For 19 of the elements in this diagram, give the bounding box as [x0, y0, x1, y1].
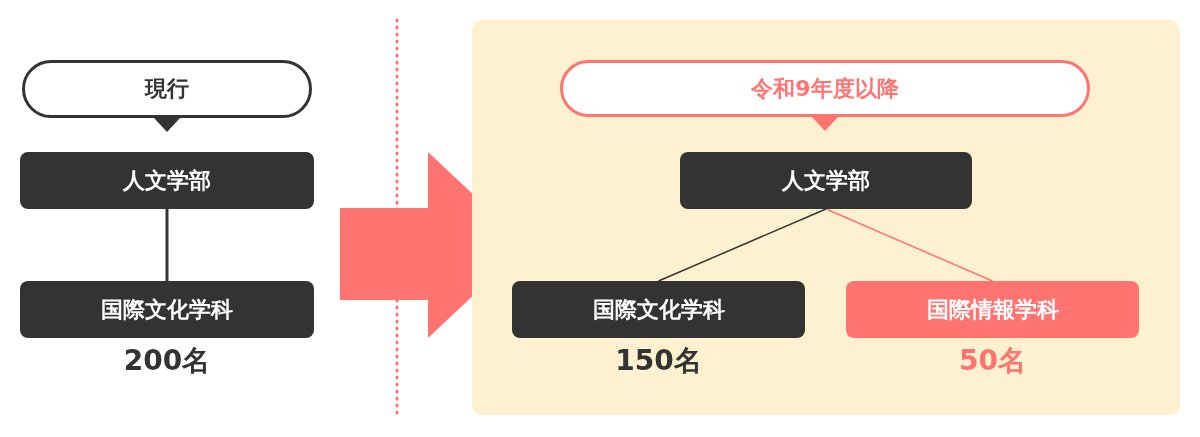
connector-line [165, 209, 169, 281]
department-box [512, 281, 805, 338]
department-name: 国際文化学科 [101, 295, 233, 324]
department-box [680, 152, 972, 209]
department-box [20, 152, 314, 209]
department-name: 人文学部 [782, 166, 870, 195]
heading-text: 現行 [145, 75, 189, 103]
heading-text: 令和9年度以降 [751, 74, 899, 103]
student-count: 200名 [123, 343, 211, 379]
connector-line [825, 208, 994, 282]
department-box [846, 281, 1139, 338]
department-name: 国際情報学科 [926, 295, 1059, 324]
department-name: 国際文化学科 [592, 295, 725, 324]
student-count: 50名 [959, 343, 1026, 379]
connector-line [657, 208, 827, 282]
department-box [20, 281, 314, 338]
student-count: 150名 [615, 343, 702, 379]
department-name: 人文学部 [123, 166, 211, 195]
panel-background [472, 20, 1180, 415]
